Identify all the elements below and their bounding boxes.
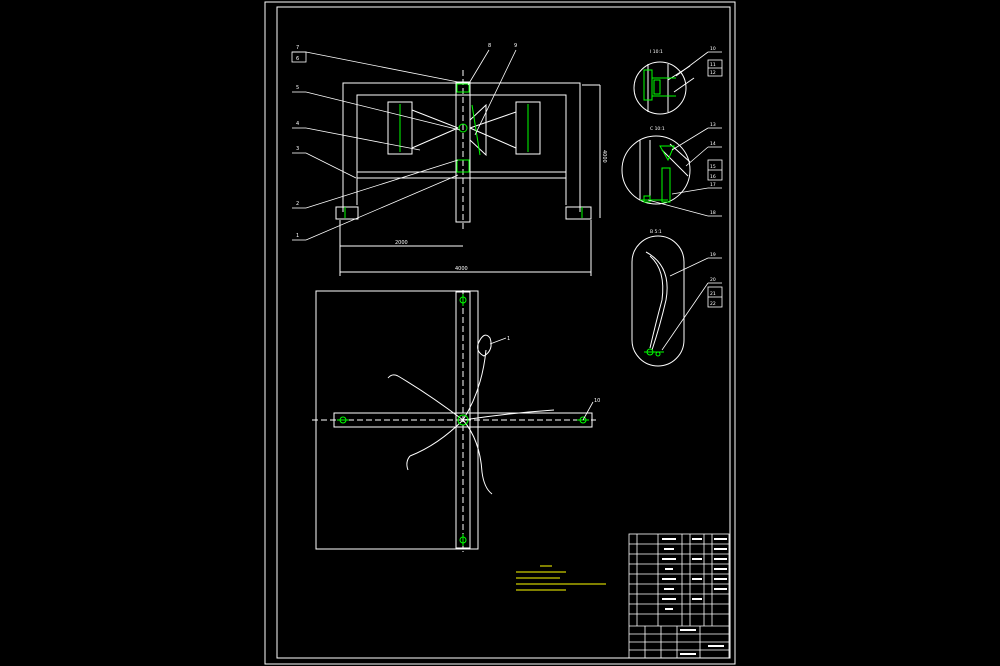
detail-view-c [621,135,691,205]
callout-label-11: 11 [710,62,716,68]
sheet-outer-border [264,1,736,665]
callout-label-7: 7 [296,45,299,51]
callout-label-3: 3 [296,146,299,152]
detail-title-i: I 10:1 [650,49,663,55]
title-block [628,533,730,659]
callout-label-9: 9 [514,43,517,49]
callout-label-8: 8 [488,43,491,49]
top-view-leaders [489,337,594,421]
callout-label-19: 19 [710,252,716,258]
top-view-callout-10: 10 [594,398,600,404]
detail-callout-labels: I 10:1 C 10:1 B 5:1 10 11 12 13 14 15 16… [650,46,716,307]
front-view-leaders [291,49,517,241]
callout-label-14: 14 [710,141,716,147]
top-view-highlights [337,294,589,546]
front-view-callout-labels: 7 6 5 4 3 2 1 8 9 2000 4000 4000 [296,43,607,272]
detail-view-b [631,235,685,367]
technical-notes [516,565,606,591]
sheet-inner-border [276,6,731,659]
detail-view-i [633,61,695,115]
callout-label-10: 10 [710,46,716,52]
callout-label-15: 15 [710,164,716,170]
title-block-entries [662,538,727,655]
dim-label-c: 4000 [601,150,607,163]
dim-label-b: 4000 [455,266,468,272]
top-view [312,290,596,552]
callout-label-18: 18 [710,210,716,216]
callout-label-6: 6 [296,56,299,62]
top-view-callout-labels: 1 10 [507,336,600,404]
callout-label-1: 1 [296,233,299,239]
callout-label-17: 17 [710,182,716,188]
callout-label-21: 21 [710,291,716,297]
detail-view-c-highlights [640,145,675,203]
callout-label-2: 2 [296,201,299,207]
detail-leaders [647,51,723,351]
detail-view-b-highlights [644,348,664,357]
callout-label-16: 16 [710,174,716,180]
callout-label-12: 12 [710,70,716,76]
dim-label-a: 2000 [395,240,408,246]
callout-label-4: 4 [296,121,299,127]
callout-label-22: 22 [710,301,716,307]
callout-label-20: 20 [710,277,716,283]
front-view [335,70,601,276]
callout-label-13: 13 [710,122,716,128]
callout-label-5: 5 [296,85,299,91]
detail-view-i-highlights [643,69,676,101]
top-view-callout-1: 1 [507,336,510,342]
detail-title-c: C 10:1 [650,126,665,132]
front-view-highlights [344,83,583,218]
detail-title-b: B 5:1 [650,229,662,235]
